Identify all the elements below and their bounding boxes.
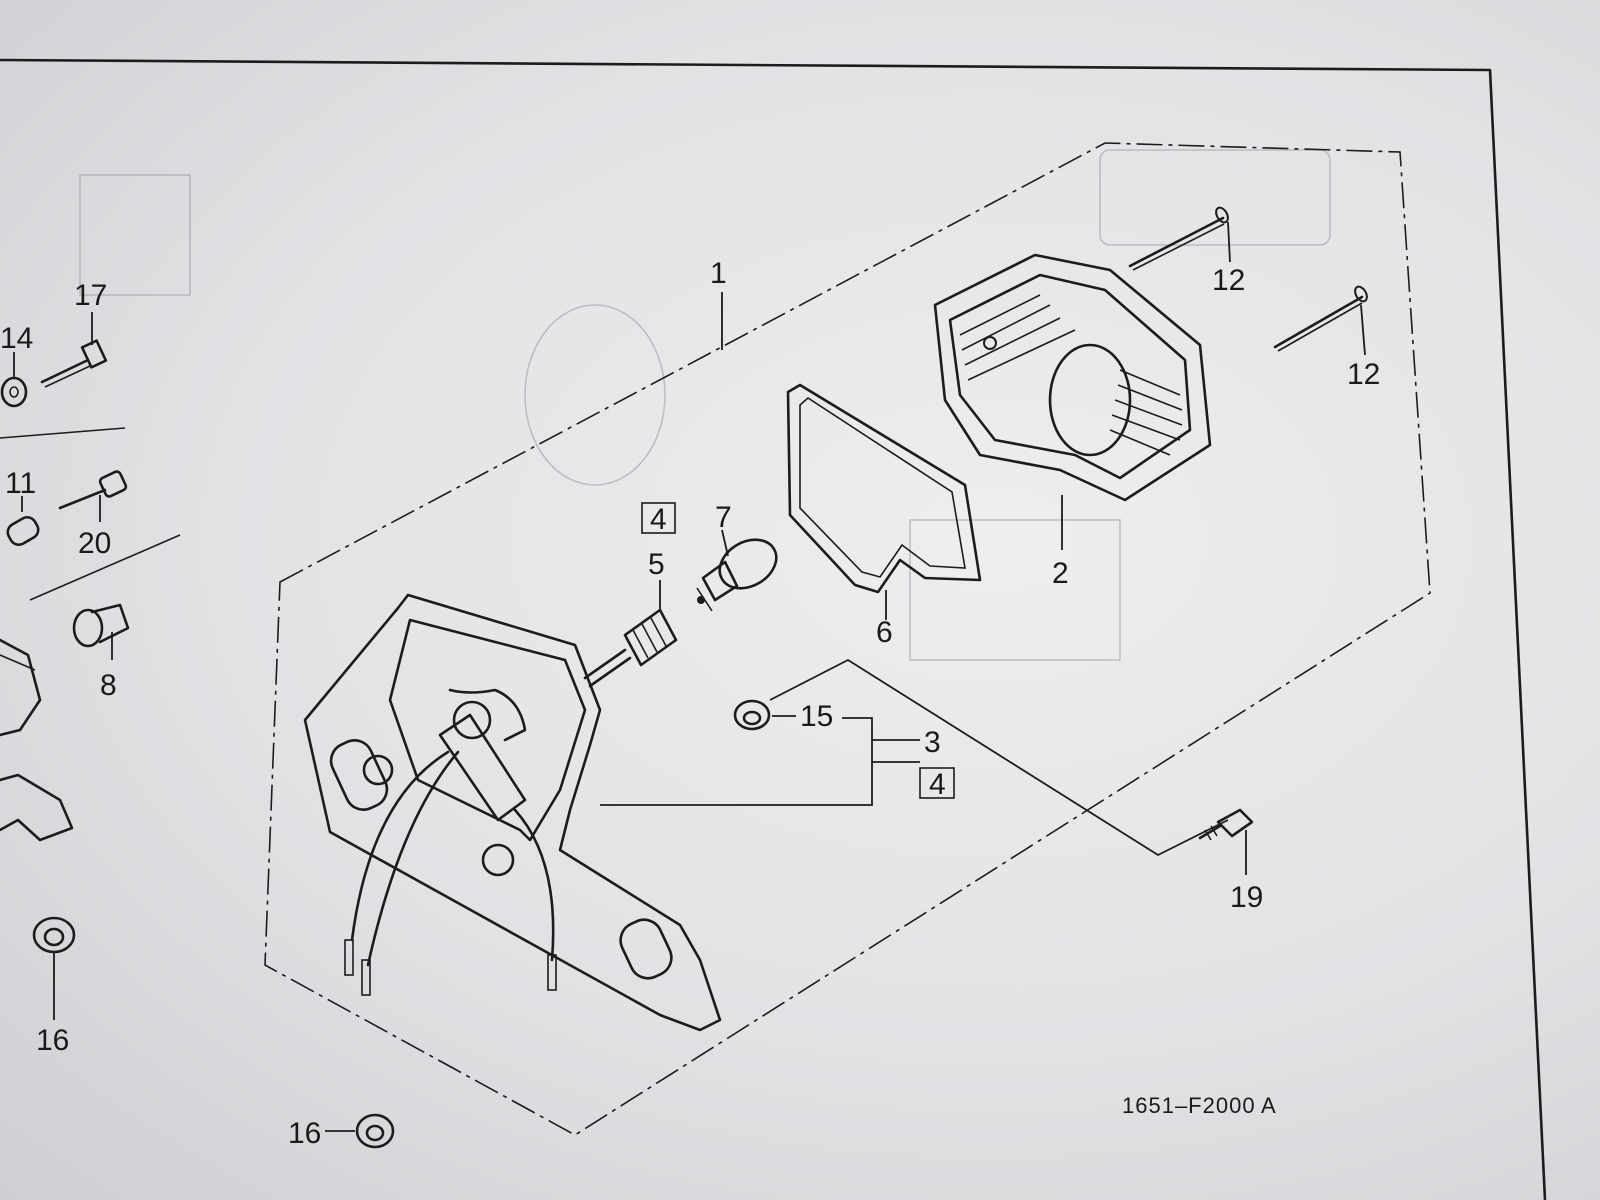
- bulb: [696, 538, 778, 612]
- washer-14: [0, 376, 28, 408]
- callout-3: 3: [924, 726, 941, 759]
- bulb-socket: [583, 608, 678, 688]
- leader-12-upper: [1227, 221, 1231, 263]
- screw-19: [1198, 808, 1254, 841]
- callout-4-upper: 4: [650, 503, 667, 536]
- leader-7: [721, 529, 729, 557]
- leader-15-to-19: [769, 658, 1229, 857]
- callout-8: 8: [100, 669, 117, 702]
- lens-gasket: [786, 383, 982, 594]
- callout-15: 15: [800, 700, 833, 733]
- section-divider-lower: [29, 534, 181, 601]
- tail-lens: [933, 253, 1212, 502]
- callout-11: 11: [5, 467, 36, 500]
- callout-4-lower: 4: [929, 768, 946, 801]
- collar-11: [6, 515, 40, 547]
- callout-7: 7: [715, 501, 732, 534]
- kit-box-lower: [919, 767, 955, 799]
- callout-17: 17: [74, 279, 107, 312]
- fender-bracket-partial: [0, 638, 74, 842]
- screw-20: [58, 470, 128, 510]
- figure-code: 1651–F2000 A: [1122, 1093, 1277, 1118]
- grommet-16-bottom: [355, 1113, 395, 1149]
- grommet: [733, 699, 771, 731]
- assembly-boundary-outline: [264, 142, 1431, 1136]
- callout-12-upper: 12: [1212, 264, 1245, 297]
- callout-6: 6: [876, 616, 893, 649]
- long-bolt-lower: [1273, 285, 1368, 352]
- callout-16-bottom: 16: [288, 1117, 321, 1150]
- page-frame: [0, 58, 1547, 1200]
- wire-harness: [344, 750, 557, 996]
- taillight-base: [303, 593, 722, 1032]
- long-bolt-upper: [1128, 206, 1229, 271]
- bleed-through-ghost: [79, 149, 1331, 661]
- kit-box-upper: [641, 502, 676, 534]
- callout-2: 2: [1052, 557, 1069, 590]
- callout-16-left: 16: [36, 1024, 69, 1057]
- callout-19: 19: [1230, 881, 1263, 914]
- callout-5: 5: [648, 548, 665, 581]
- bolt-17: [40, 339, 108, 388]
- callout-20: 20: [78, 527, 111, 560]
- grommet-16-left: [32, 916, 76, 954]
- callout-1: 1: [710, 257, 727, 290]
- callout-14: 14: [0, 322, 33, 355]
- collar-8: [72, 603, 130, 648]
- callout-12-lower: 12: [1347, 358, 1380, 391]
- section-divider-upper: [0, 427, 126, 439]
- leader-12-lower: [1360, 304, 1366, 356]
